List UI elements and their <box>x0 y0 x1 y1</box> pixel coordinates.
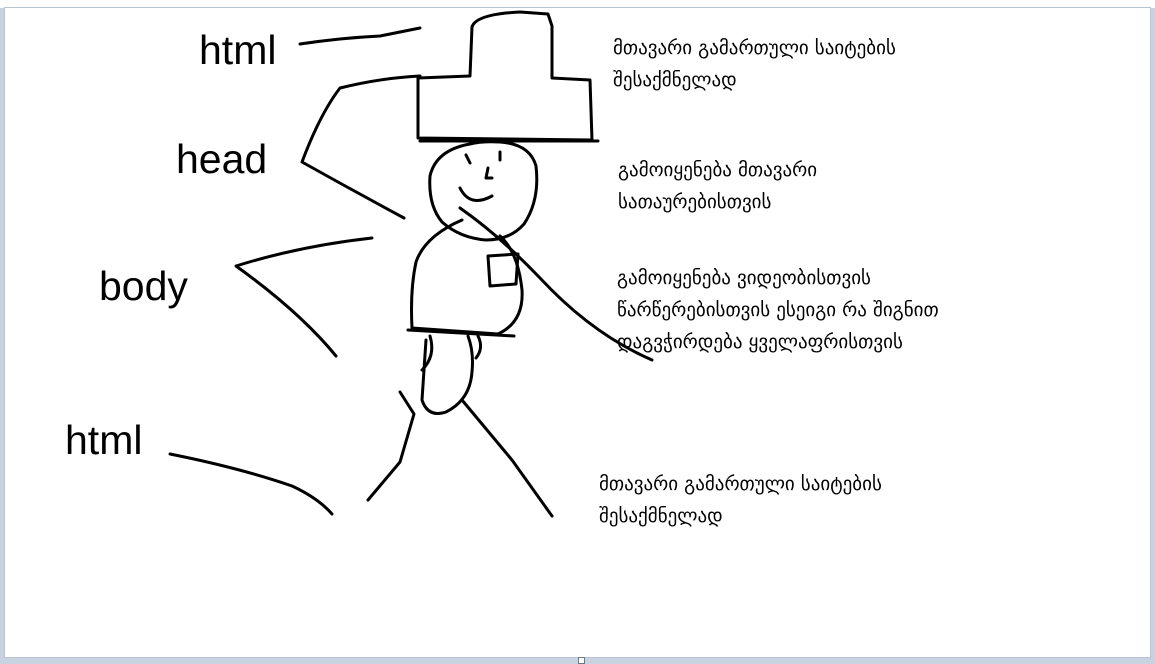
label-html-top: html <box>199 27 277 73</box>
pointer-body-bracket <box>234 236 374 358</box>
note-head: გამოიყენება მთავარი სათაურებისთვის <box>618 154 817 218</box>
note-line: შესაქმნელად <box>613 69 737 91</box>
note-line: გამოიყენება ვიდეობისთვის <box>617 267 871 289</box>
belt-loop-right <box>474 334 483 360</box>
note-html-top: მთავარი გამართული საიტების შესაქმნელად <box>613 32 896 96</box>
note-line: მთავარი გამართული საიტების <box>613 37 896 59</box>
mouth <box>458 186 494 202</box>
pointer-html-bottom <box>168 452 334 516</box>
hips <box>420 334 474 415</box>
waist-line <box>406 328 516 338</box>
note-line: სათაურებისთვის <box>618 191 772 213</box>
pointer-head-bracket <box>300 74 422 220</box>
pointer-html-top <box>298 26 422 46</box>
note-line: წარწერებისთვის ესეიგი რა შიგნით <box>617 299 939 321</box>
stick-figure-drawing <box>168 10 654 518</box>
note-html-bottom: მთავარი გამართული საიტების შესაქმნელად <box>599 468 882 532</box>
label-body: body <box>99 263 188 309</box>
label-head: head <box>176 136 268 182</box>
window-top-edge <box>0 0 1155 8</box>
left-leg <box>366 390 416 502</box>
canvas-resize-handle[interactable] <box>578 657 585 664</box>
head-outline <box>428 140 539 242</box>
label-html-bottom: html <box>65 417 143 463</box>
eye-left <box>464 153 472 165</box>
note-line: გამოიყენება მთავარი <box>618 159 818 181</box>
note-line: დაგვჭირდება ყველაფრისთვის <box>617 331 903 353</box>
torso-outline <box>410 218 524 336</box>
note-line: მთავარი გამართული საიტების <box>599 473 882 495</box>
note-body: გამოიყენება ვიდეობისთვის წარწერებისთვის … <box>617 262 939 358</box>
paint-canvas[interactable]: html head body html მთავარი გამართული სა… <box>5 8 1150 657</box>
note-line: შესაქმნელად <box>599 505 723 527</box>
right-arm <box>458 206 654 362</box>
pocket <box>486 252 520 288</box>
hat-outline <box>416 10 594 142</box>
right-leg <box>460 398 554 518</box>
nose <box>484 166 494 180</box>
